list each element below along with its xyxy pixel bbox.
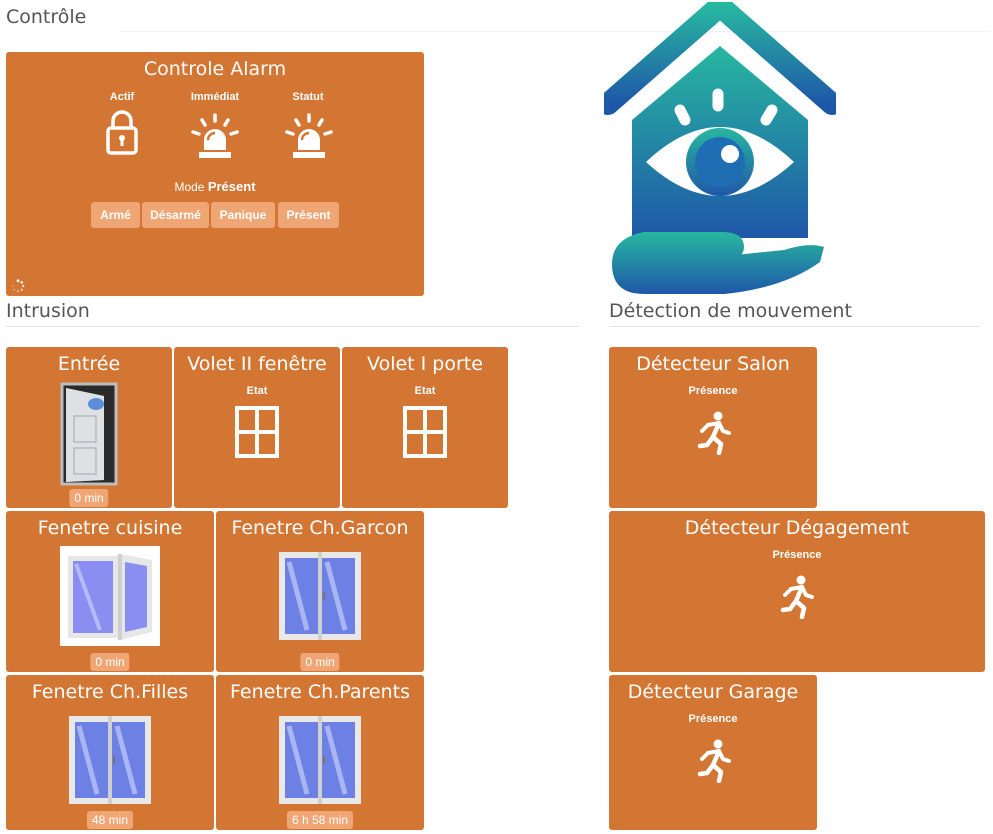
alarm-col-statut: Statut bbox=[292, 91, 324, 103]
divider bbox=[120, 31, 990, 32]
last-change-badge: 6 h 58 min bbox=[286, 811, 354, 829]
intrusion-tile-volet-porte[interactable]: Volet I porte Etat bbox=[342, 347, 508, 508]
tile-title: Entrée bbox=[57, 353, 121, 375]
motion-tile-salon[interactable]: Détecteur Salon Présence bbox=[609, 347, 817, 508]
window-open-icon bbox=[60, 546, 160, 646]
door-open-icon bbox=[60, 382, 118, 486]
last-change-badge: 0 min bbox=[300, 653, 340, 671]
last-change-badge: 48 min bbox=[86, 811, 134, 829]
arm-button[interactable]: Armé bbox=[91, 202, 140, 228]
divider bbox=[609, 326, 980, 327]
intrusion-tile-fenetre-filles[interactable]: Fenetre Ch.Filles 48 min bbox=[6, 675, 214, 830]
motion-tile-garage[interactable]: Détecteur Garage Présence bbox=[609, 675, 817, 830]
panic-button[interactable]: Panique bbox=[211, 202, 275, 228]
last-change-badge: 0 min bbox=[69, 489, 109, 507]
intrusion-tile-entree[interactable]: Entrée 0 min bbox=[6, 347, 172, 508]
tile-title: Fenetre Ch.Garcon bbox=[231, 517, 409, 539]
state-label: Etat bbox=[414, 385, 436, 397]
tile-title: Détecteur Dégagement bbox=[684, 517, 910, 539]
tile-title: Volet I porte bbox=[367, 353, 483, 375]
section-title-intrusion: Intrusion bbox=[6, 300, 90, 322]
intrusion-tile-fenetre-cuisine[interactable]: Fenetre cuisine 0 min bbox=[6, 511, 214, 672]
divider bbox=[6, 326, 579, 327]
alarm-mode: Mode Présent bbox=[6, 179, 424, 194]
running-man-icon bbox=[697, 411, 731, 455]
running-man-icon bbox=[780, 575, 814, 619]
intrusion-tile-fenetre-garcon[interactable]: Fenetre Ch.Garcon 0 min bbox=[216, 511, 424, 672]
alarm-col-actif: Actif bbox=[109, 91, 135, 103]
alarm-control-tile: Controle Alarm Actif Immédiat Statut bbox=[6, 52, 424, 296]
presence-label: Présence bbox=[688, 385, 738, 397]
alarm-mode-label: Mode bbox=[174, 180, 205, 194]
section-title-mouvement: Détection de mouvement bbox=[609, 300, 852, 322]
section-title-controle: Contrôle bbox=[6, 6, 87, 28]
window-closed-icon bbox=[403, 406, 447, 458]
tile-title: Fenetre cuisine bbox=[37, 517, 183, 539]
intrusion-tile-volet-fenetre[interactable]: Volet II fenêtre Etat bbox=[174, 347, 340, 508]
motion-tile-degagement[interactable]: Détecteur Dégagement Présence bbox=[609, 511, 985, 672]
alarm-title: Controle Alarm bbox=[143, 58, 287, 80]
siren-icon[interactable] bbox=[284, 112, 334, 162]
alarm-mode-value: Présent bbox=[207, 179, 256, 194]
window-closed-icon bbox=[235, 406, 279, 458]
tile-title: Détecteur Garage bbox=[627, 681, 799, 703]
lock-icon[interactable] bbox=[106, 110, 138, 156]
alarm-col-immediat: Immédiat bbox=[190, 91, 240, 103]
presence-label: Présence bbox=[772, 549, 822, 561]
house-eye-hand-logo bbox=[604, 2, 836, 294]
window-glass-icon bbox=[279, 716, 361, 804]
window-glass-icon bbox=[279, 552, 361, 640]
intrusion-tile-fenetre-parents[interactable]: Fenetre Ch.Parents 6 h 58 min bbox=[216, 675, 424, 830]
presence-label: Présence bbox=[688, 713, 738, 725]
present-button[interactable]: Présent bbox=[278, 202, 339, 228]
tile-title: Détecteur Salon bbox=[636, 353, 790, 375]
disarm-button[interactable]: Désarmé bbox=[142, 202, 209, 228]
window-glass-icon bbox=[69, 716, 151, 804]
tile-title: Volet II fenêtre bbox=[187, 353, 327, 375]
loading-spinner-icon bbox=[12, 279, 25, 293]
tile-title: Fenetre Ch.Parents bbox=[230, 681, 410, 703]
state-label: Etat bbox=[246, 385, 268, 397]
last-change-badge: 0 min bbox=[90, 653, 130, 671]
tile-title: Fenetre Ch.Filles bbox=[31, 681, 189, 703]
running-man-icon bbox=[697, 739, 731, 783]
siren-icon[interactable] bbox=[190, 112, 240, 162]
